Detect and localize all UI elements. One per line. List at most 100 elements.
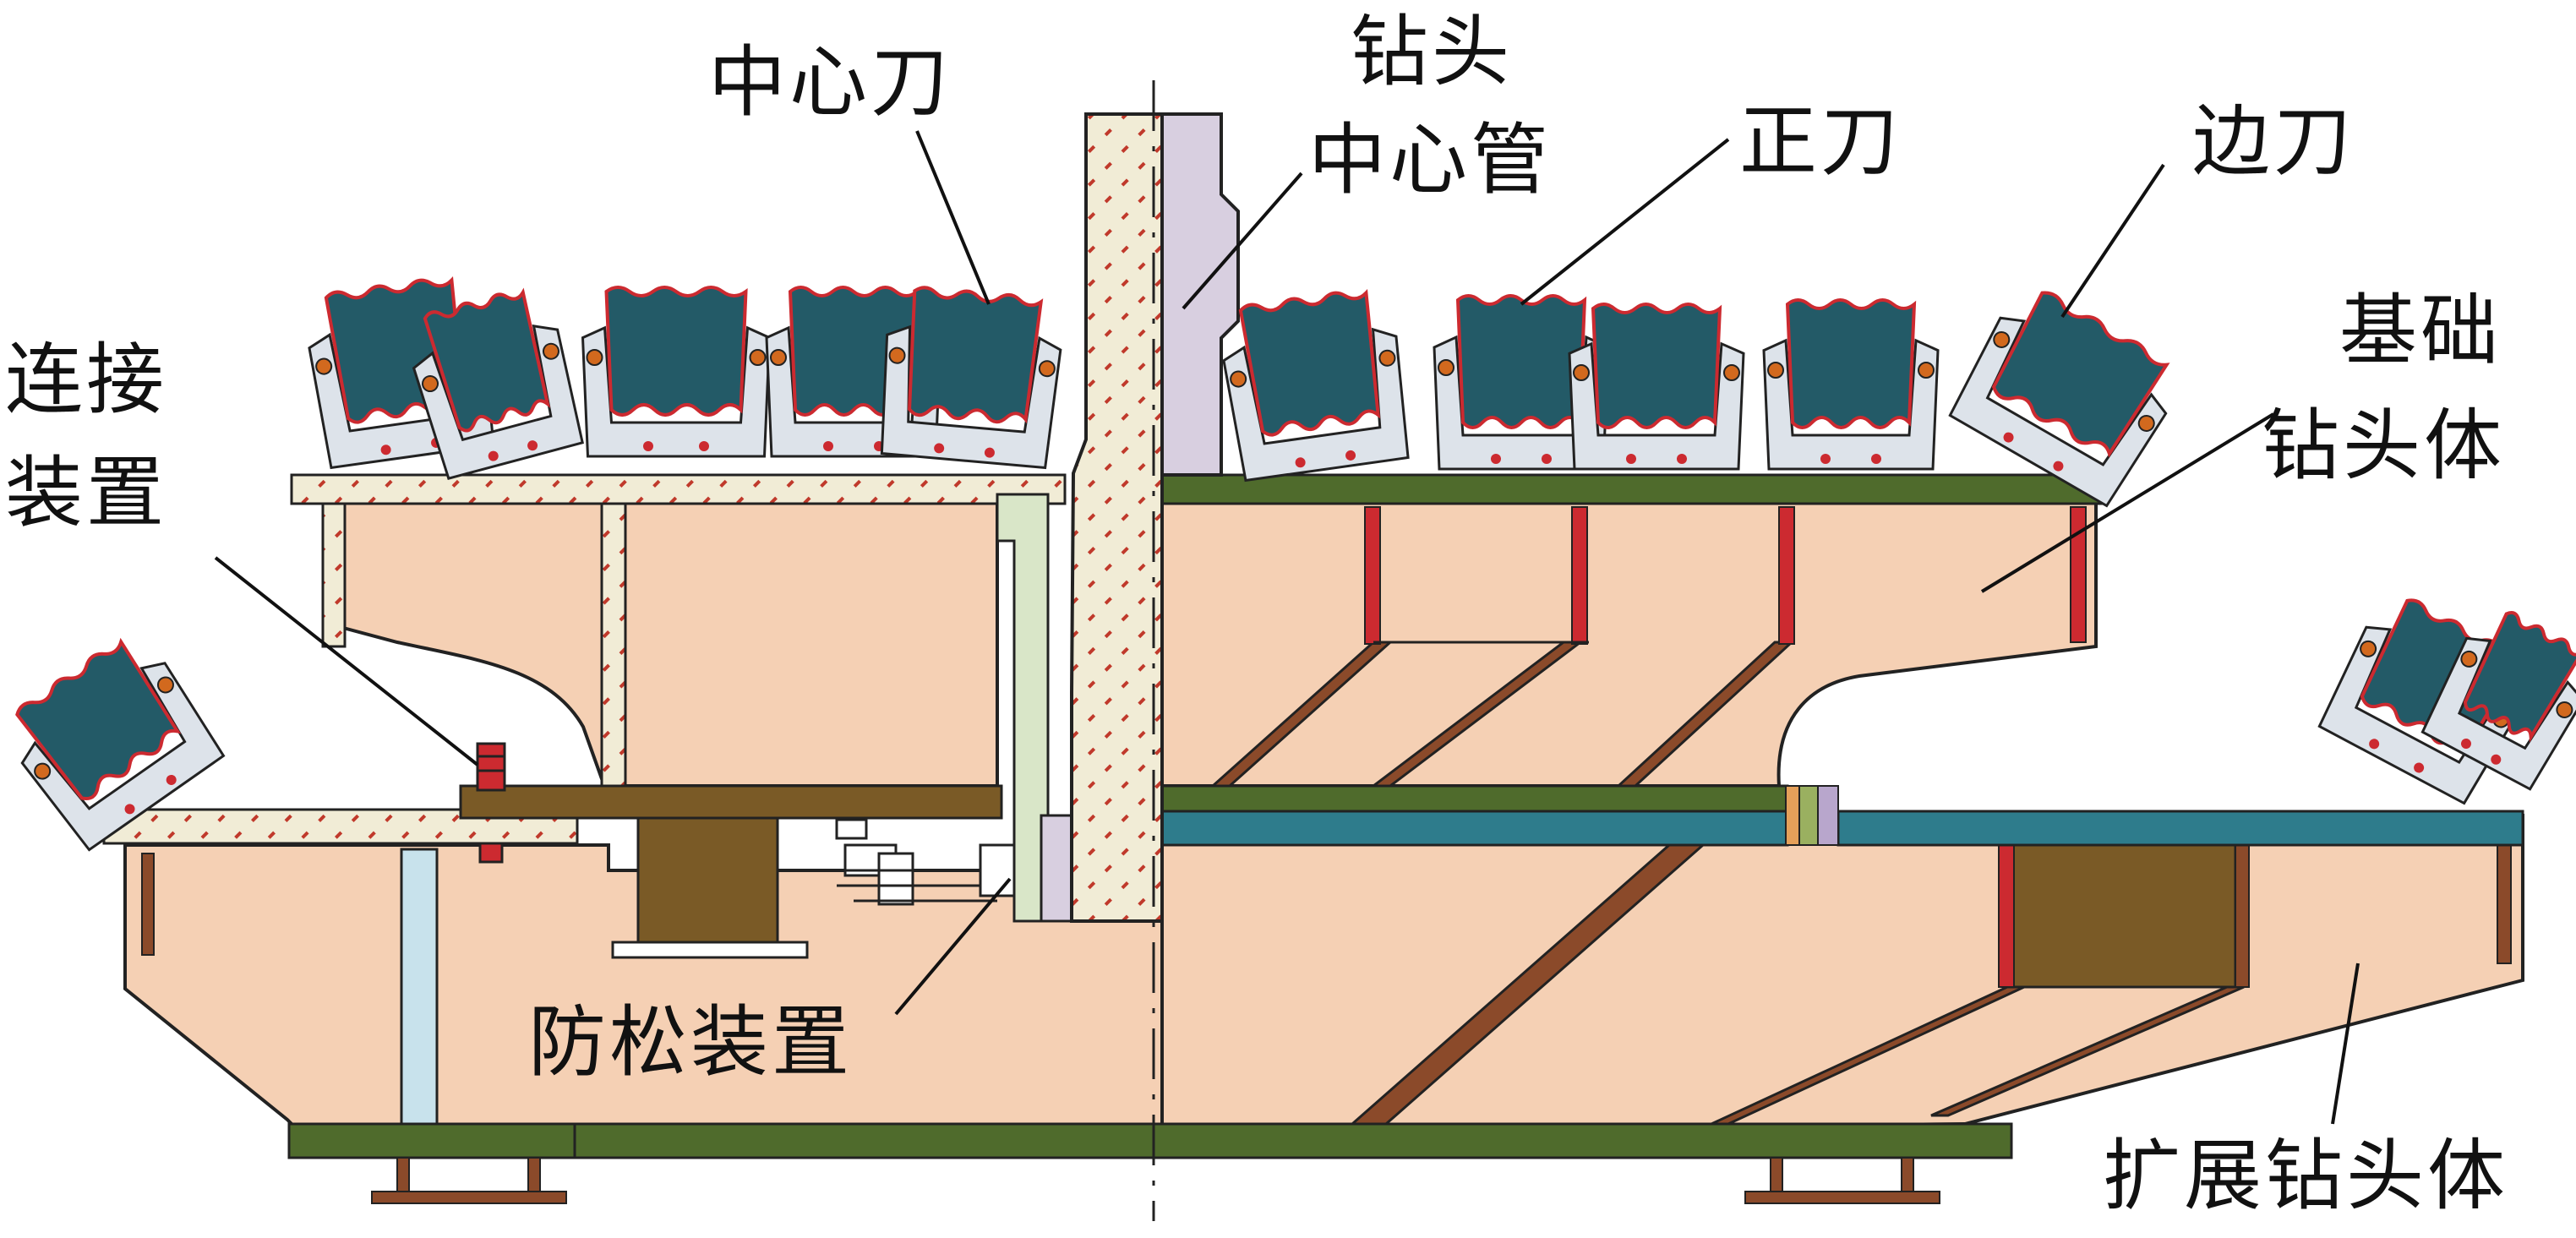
anti-loose-device [811,818,1048,906]
leader-gauge-cutter [2060,163,2165,319]
center-tube-hatched [1070,112,1164,923]
hatched-post [600,493,627,788]
cutter-blade [908,286,1044,424]
upper-red-rib [1571,506,1588,645]
bolt-dot [1345,450,1356,461]
face-cutter [1222,288,1410,483]
holder-pin [2556,701,2573,718]
lower-vertical-rib [2235,844,2250,988]
bolt-dot [1626,454,1636,464]
center-cutter [581,286,772,458]
bolt-dot [380,444,391,455]
face-cutter [1568,303,1745,471]
foot [1901,1157,1914,1194]
foot-bar [1744,1191,1940,1204]
holder-pin [1723,364,1740,381]
bolt-dot [1295,457,1306,468]
cutter-holder [1762,338,1940,471]
lower-vertical-rib [2497,844,2512,964]
holder-pin [1918,362,1935,379]
label-extended-body: 扩展钻头体 [2103,1131,2509,1221]
bolt-dot [2491,754,2502,765]
holder-pin [2460,650,2478,668]
upper-red-rib [1778,506,1795,645]
bolt-dot [124,804,135,815]
cutter-holder [2420,636,2576,791]
bolt-dot [2460,739,2471,750]
holder-pin [2137,414,2155,432]
holder-pin [586,349,603,366]
holder-pin [770,349,787,366]
foot [396,1157,410,1194]
bolt-dot [2053,461,2064,472]
cutter-group [15,275,2576,852]
label-gauge-cutter: 边刀 [2192,96,2355,187]
cutter-holder [1948,316,2168,508]
holder-pin [1767,362,1784,379]
bolt-dot [1542,454,1552,464]
bottom-plate [573,1122,2013,1159]
shim [1817,785,1839,846]
cutter-holder [581,325,772,458]
gauge-cutter [2317,598,2523,805]
bolt-dot [984,447,995,458]
lower-block [2006,843,2237,989]
bolt-dot [2414,762,2425,773]
holder-pin [422,375,439,393]
label-base-body-line2: 钻头体 [2262,401,2506,491]
green-strip [1156,784,1789,813]
cutter-holder [1433,335,1610,471]
cutter-holder [880,324,1062,470]
extended-body-right [1160,814,2524,1135]
left-column [400,848,439,1134]
lower-red-rib [1998,844,2015,988]
leader-face-cutter [1520,138,1730,306]
label-center-tube-line1: 钻头 [1351,7,1514,97]
cutter-holder [1568,341,1745,471]
foot-bar [371,1191,567,1204]
hatched-post [321,493,347,648]
label-base-body-line1: 基础 [2339,286,2502,376]
bolt-dot [1491,454,1501,464]
label-center-tube-line2: 中心管 [1308,115,1553,205]
base-body-right [1160,493,2098,788]
holder-pin [542,342,559,360]
bolt-dot [527,440,538,451]
center-tube-core [1160,112,1240,477]
bolt-dot [1820,454,1831,464]
foot [1770,1157,1783,1194]
holder-pin [2360,640,2377,657]
cutter-blade [1238,288,1381,437]
label-center-cutter: 中心刀 [708,37,952,128]
holder-pin [1378,349,1396,367]
cutter-blade [604,286,748,417]
leader-connector [214,556,479,766]
upper-red-rib [1364,506,1381,645]
upper-red-rib [2070,506,2087,643]
lower-vertical-rib [141,853,155,956]
holder-pin [1573,364,1590,381]
bolt-dot [1677,454,1687,464]
cutter-blade [1991,291,2170,458]
bolt-dot [488,450,499,461]
cutter-blade [2463,611,2576,743]
cutter-holder [1222,327,1410,483]
teal-plate-right [1836,810,2524,847]
gauge-cutter [2420,611,2576,791]
holder-pin [749,349,767,366]
cutter-holder [20,662,226,852]
holder-pin [315,357,333,375]
foot [527,1157,541,1194]
shim [1798,785,1819,846]
leader-base-body [1980,412,2275,593]
gauge-cutter [15,637,226,852]
connector-bolt [476,742,506,864]
holder-pin [1038,360,1056,378]
leader-center-cutter [915,130,991,305]
gauge-cutter [1948,291,2170,508]
bolt-dot [643,441,653,451]
cutter-blade [1591,303,1722,429]
cutter-blade [423,287,551,433]
